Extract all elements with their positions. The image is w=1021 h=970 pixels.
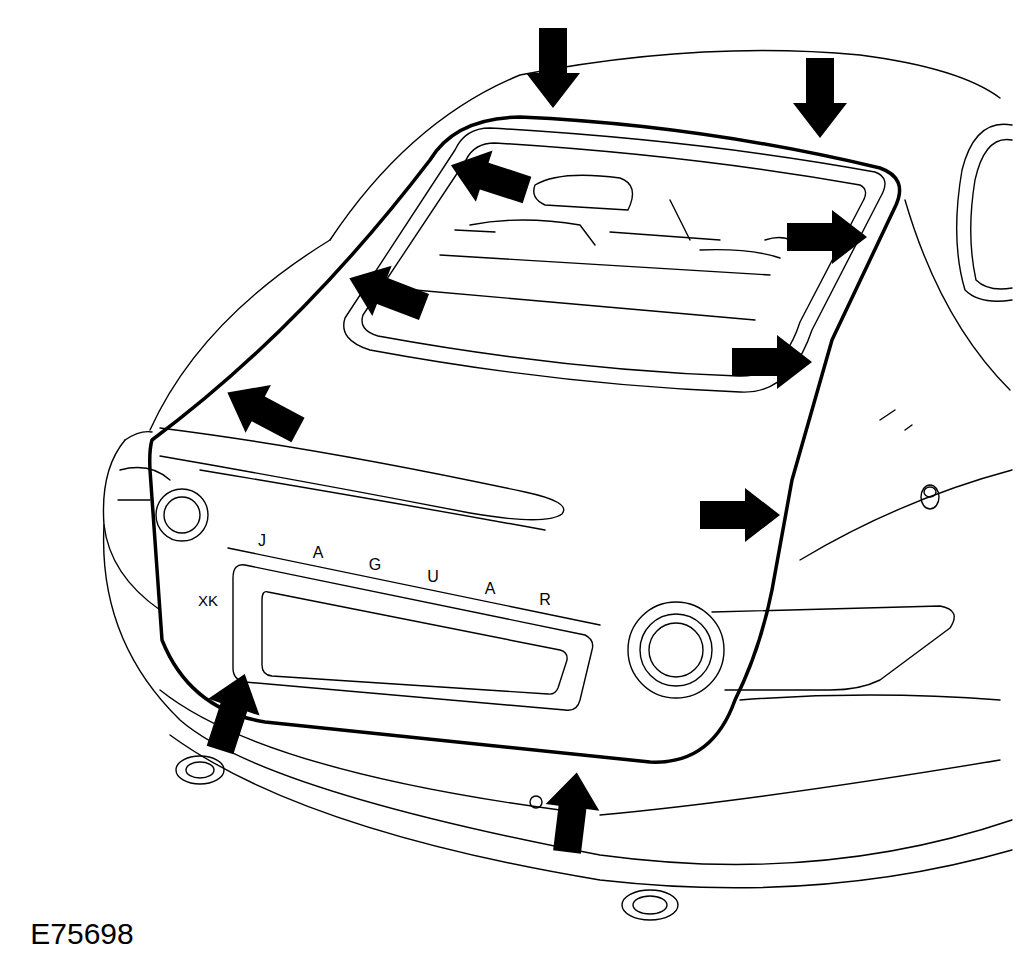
right-body-lower: [800, 470, 1012, 560]
shoulder-line: [880, 410, 912, 430]
exhaust-tip: [633, 896, 667, 914]
model-badge: XK: [198, 593, 218, 608]
badge-letter: A: [313, 545, 324, 561]
right-tail-light: [628, 602, 724, 698]
arrow: [194, 666, 270, 759]
exhaust-tip: [176, 756, 224, 784]
right-tail-light: [640, 614, 712, 686]
arrow: [340, 253, 434, 332]
badge-letter: A: [485, 581, 496, 597]
arrow: [526, 28, 580, 108]
badge-letter: J: [258, 533, 266, 549]
fuel-cap: [924, 487, 936, 497]
right-tail-light: [712, 606, 954, 690]
figure-code: E75698: [30, 919, 133, 949]
arrow: [215, 369, 311, 454]
right-body-line: [905, 200, 1010, 390]
arrow: [793, 58, 847, 138]
direction-arrows: [194, 28, 867, 855]
quarter-window: [957, 124, 1012, 301]
exhaust-tip: [622, 890, 678, 920]
interior-seat: [470, 220, 780, 258]
roof-line: [330, 51, 1000, 241]
left-tail-light: [156, 489, 208, 541]
badge-bar: [228, 548, 600, 625]
fuel-cap: [921, 485, 939, 509]
boot-lid-outline: [150, 117, 900, 762]
interior-line: [670, 200, 800, 250]
quarter-window-inner: [971, 140, 1012, 290]
exhaust-tip: [186, 762, 214, 778]
right-tail-light: [649, 623, 703, 677]
badge-letter: G: [369, 557, 381, 573]
left-tail-light: [164, 497, 200, 533]
arrow: [443, 140, 536, 216]
spoiler-line: [200, 470, 545, 530]
left-fender-top: [125, 432, 152, 440]
badge-letter: R: [539, 592, 551, 608]
car-body: [103, 51, 1012, 921]
bumper-lower: [170, 735, 1012, 888]
rear-window-inner: [362, 143, 866, 376]
interior-seat: [534, 175, 633, 210]
arrow: [732, 335, 812, 389]
body-crease: [740, 695, 1000, 700]
bumper-upper: [104, 525, 1012, 864]
plate-recess: [233, 565, 593, 711]
arrow: [540, 769, 603, 855]
arrow: [700, 488, 780, 542]
badge-letter: U: [427, 569, 439, 585]
interior-line: [415, 230, 770, 320]
plate-recess-inner: [262, 592, 567, 694]
arrow: [787, 210, 867, 264]
parking-sensor: [530, 796, 542, 808]
left-tail-light: [118, 468, 170, 500]
